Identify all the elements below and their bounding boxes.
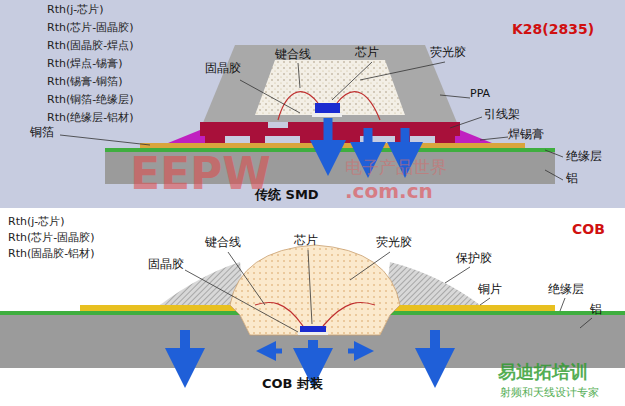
part-label: PPA xyxy=(470,88,490,100)
thermal-resistance: Rth(芯片-固晶胶) xyxy=(47,22,133,34)
thermal-resistance: Rth(锡膏-铜箔) xyxy=(47,76,122,88)
part-label: 焊锡膏 xyxy=(508,128,544,141)
thermal-resistance: Rth(芯片-固晶胶) xyxy=(8,232,94,244)
part-label: 铜片 xyxy=(478,283,502,296)
part-label: 保护胶 xyxy=(456,252,492,265)
watermark: EEPW xyxy=(130,150,271,198)
panel-caption: COB 封装 xyxy=(262,377,323,391)
part-label: 铝 xyxy=(590,303,602,316)
watermark: 电子产品世界 xyxy=(345,158,447,177)
thermal-resistance: Rth(固晶胶-铝材) xyxy=(8,248,94,260)
thermal-resistance: Rth(固晶胶-焊点) xyxy=(47,40,133,52)
thermal-resistance: Rth(焊点-锡膏) xyxy=(47,58,122,70)
part-label: 固晶胶 xyxy=(148,258,184,271)
part-label: 芯片 xyxy=(355,46,379,59)
part-label: 绝缘层 xyxy=(548,283,584,296)
part-label: 荧光胶 xyxy=(430,46,466,59)
part-label: 键合线 xyxy=(275,48,311,61)
part-label: 键合线 xyxy=(205,236,241,249)
package-name: COB xyxy=(572,222,605,237)
part-label: 芯片 xyxy=(294,234,318,247)
watermark: 易迪拓培训 xyxy=(498,362,588,382)
part-label: 固晶胶 xyxy=(205,62,241,75)
thermal-resistance: Rth(绝缘层-铝材) xyxy=(47,112,133,124)
part-label: 荧光胶 xyxy=(376,236,412,249)
part-label: 铜箔 xyxy=(30,126,54,139)
thermal-resistance: Rth(j-芯片) xyxy=(47,4,104,16)
part-label: 引线架 xyxy=(484,108,520,121)
watermark: 射频和天线设计专家 xyxy=(500,387,599,399)
package-name: K28(2835) xyxy=(512,22,594,37)
watermark: .com.cn xyxy=(345,180,433,202)
part-label: 铝 xyxy=(566,172,578,185)
thermal-resistance: Rth(铜箔-绝缘层) xyxy=(47,94,133,106)
part-label: 绝缘层 xyxy=(566,150,602,163)
thermal-resistance: Rth(j-芯片) xyxy=(8,216,65,228)
